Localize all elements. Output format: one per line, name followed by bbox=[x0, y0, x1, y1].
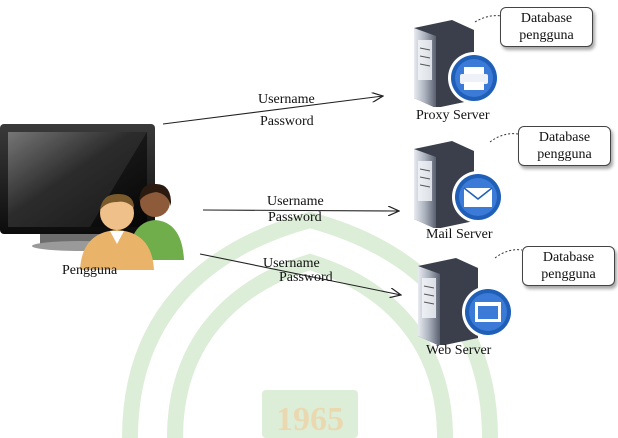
username-label-proxy: Username bbox=[258, 92, 315, 107]
watermark-year: 1965 bbox=[276, 401, 344, 438]
arrow-to-proxy-server bbox=[162, 96, 383, 125]
password-label-web: Password bbox=[279, 270, 333, 285]
proxy-server-icon bbox=[414, 20, 500, 107]
mail-database-callout: Database pengguna bbox=[518, 126, 611, 166]
username-label-mail: Username bbox=[267, 194, 324, 209]
proxy-db-line2: pengguna bbox=[519, 28, 574, 43]
web-db-line2: pengguna bbox=[541, 267, 596, 282]
mail-db-line1: Database bbox=[538, 130, 591, 145]
proxy-database-callout: Database pengguna bbox=[500, 7, 593, 47]
password-label-proxy: Password bbox=[260, 114, 314, 129]
user-computer-icon bbox=[0, 124, 184, 270]
user-label: Pengguna bbox=[62, 263, 118, 278]
proxy-db-line1: Database bbox=[520, 11, 573, 26]
proxy-server-label: Proxy Server bbox=[416, 108, 490, 123]
arrow-to-mail-server bbox=[202, 210, 399, 211]
web-db-line1: Database bbox=[542, 250, 595, 265]
db-leader-proxy bbox=[474, 15, 503, 23]
web-server-label: Web Server bbox=[426, 343, 492, 358]
web-database-callout: Database pengguna bbox=[522, 246, 615, 286]
mail-db-line2: pengguna bbox=[537, 147, 592, 162]
mail-server-icon bbox=[414, 141, 504, 228]
password-label-mail: Password bbox=[268, 210, 322, 225]
username-label-web: Username bbox=[263, 256, 320, 271]
arrow-to-web-server bbox=[199, 253, 401, 295]
web-server-icon bbox=[418, 258, 514, 345]
mail-server-label: Mail Server bbox=[426, 227, 493, 242]
